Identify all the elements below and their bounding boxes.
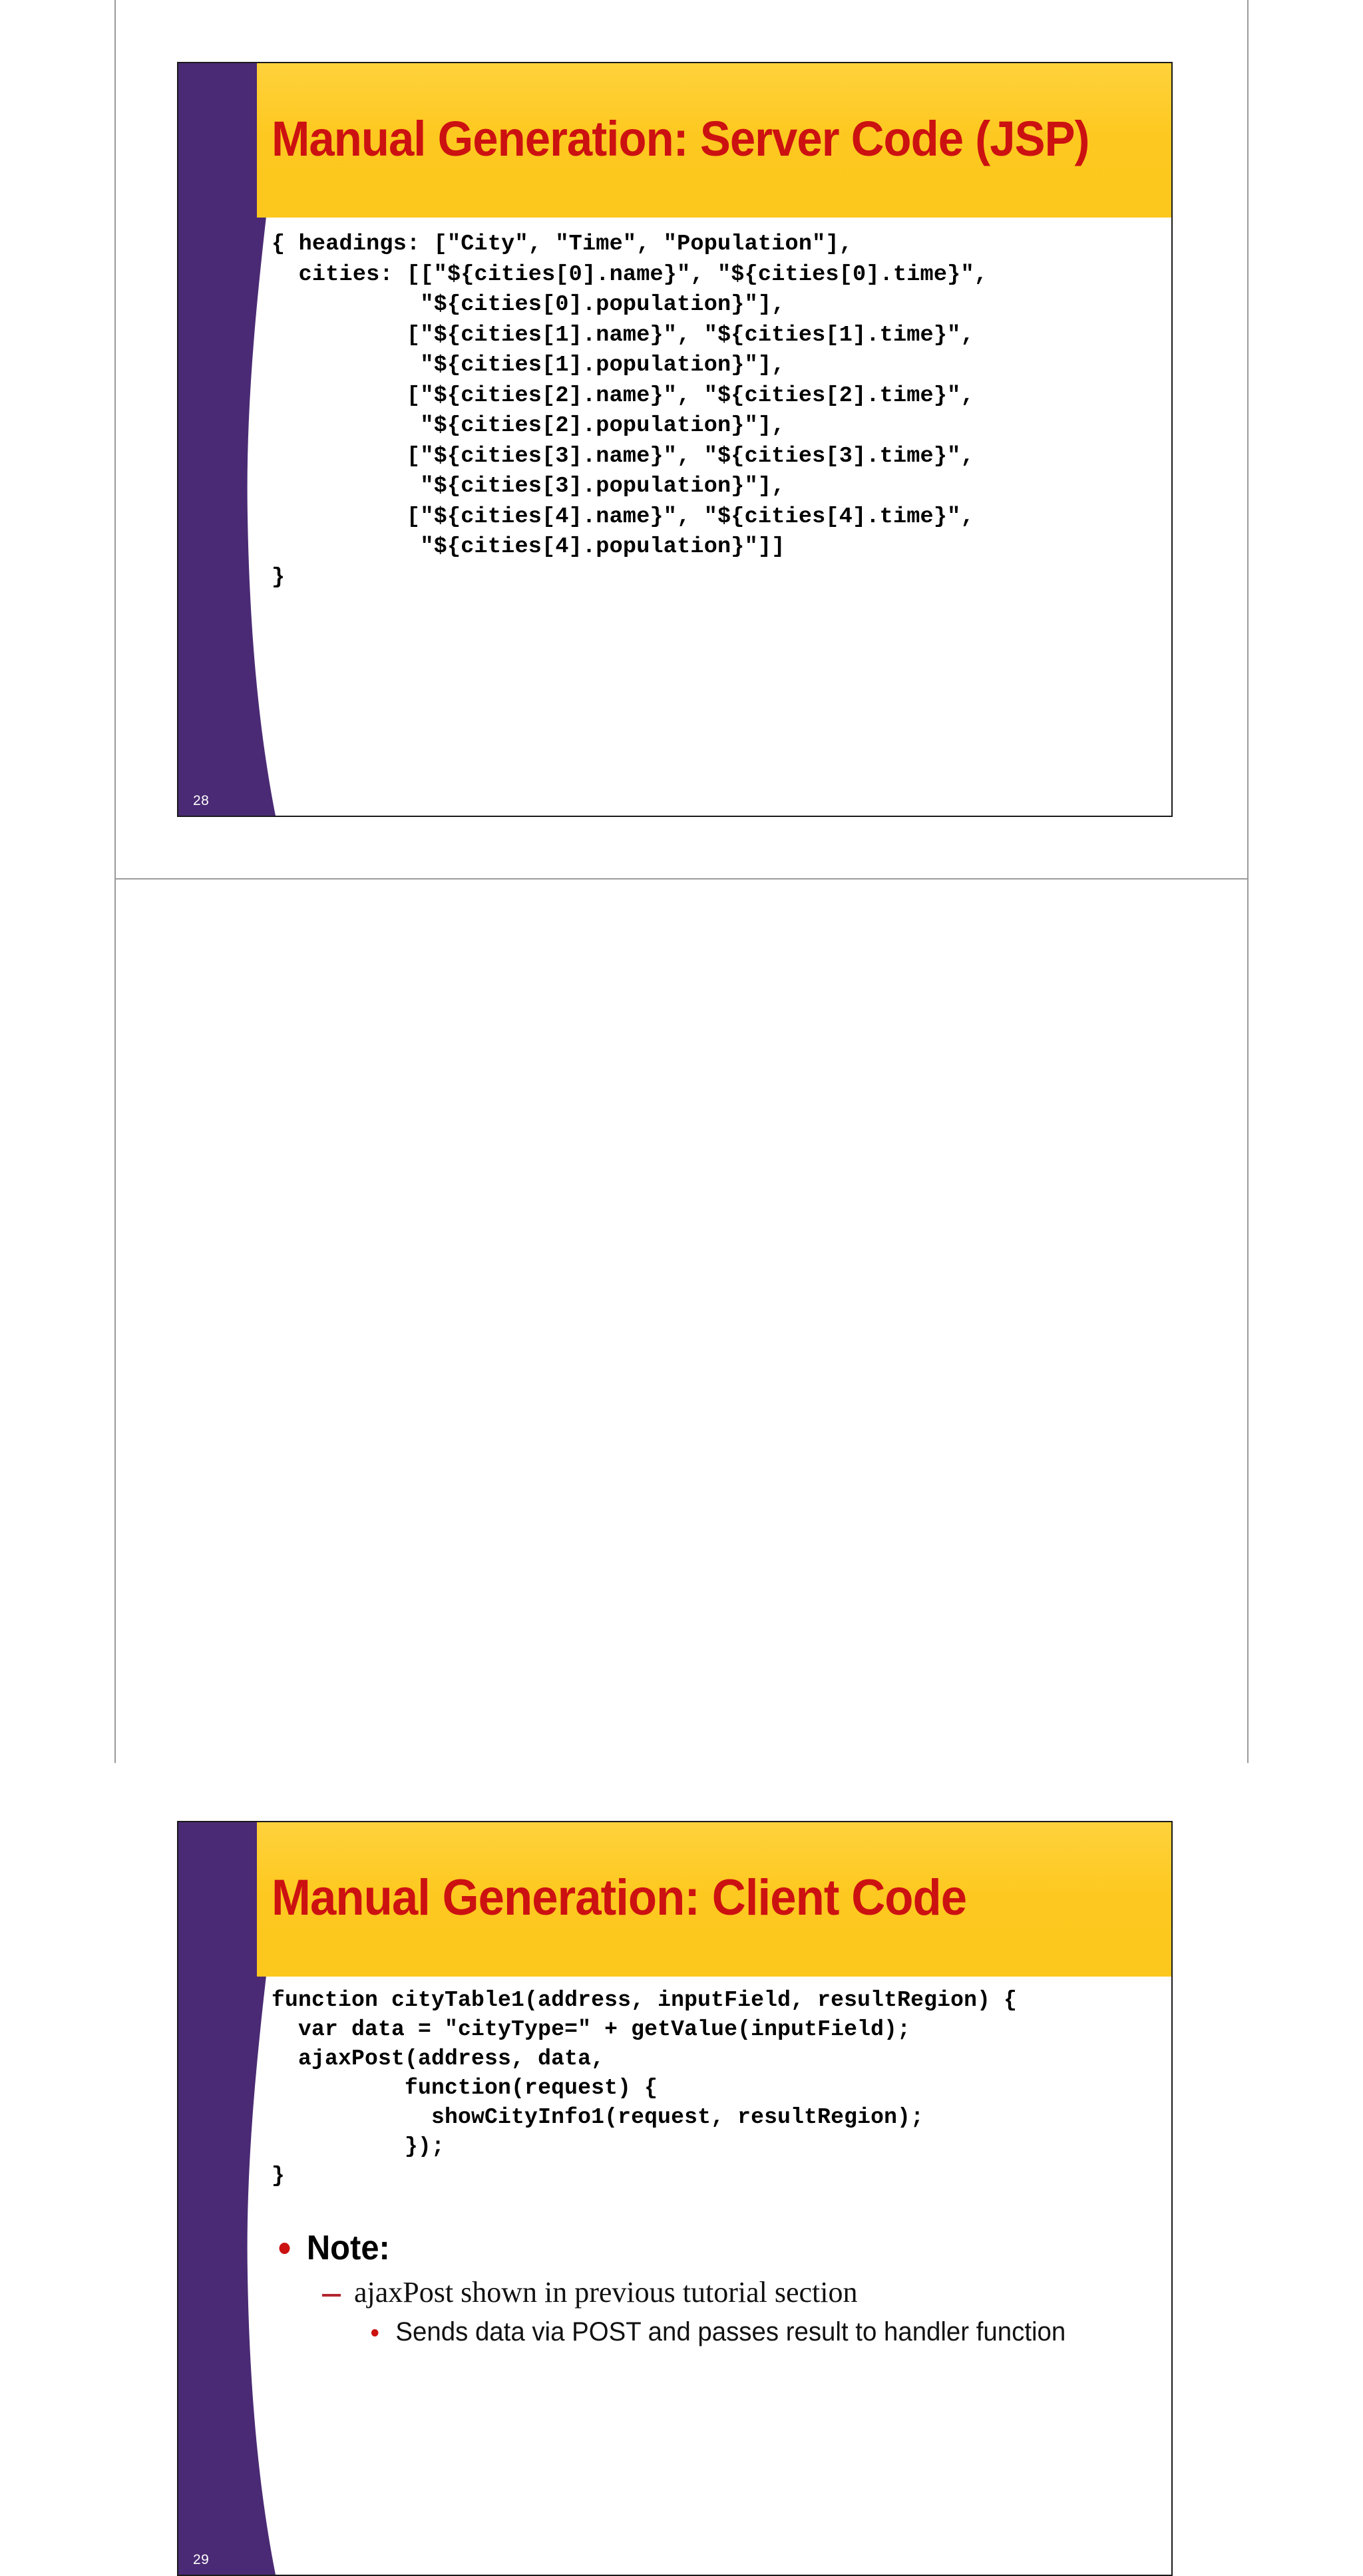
- handout-page-2: Manual Generation: Client Code function …: [116, 880, 1247, 2576]
- handout-page-stack: Manual Generation: Server Code (JSP) { h…: [114, 0, 1249, 2576]
- page-title: Manual Generation: Server Code (JSP): [272, 110, 1089, 166]
- code-block-server-jsp: { headings: ["City", "Time", "Population…: [272, 232, 988, 590]
- bullet-dot-icon: [279, 2243, 290, 2254]
- bullet-small-dot-icon: [371, 2329, 379, 2337]
- bullet-level-2: ajaxPost shown in previous tutorial sect…: [274, 2275, 1166, 2311]
- bullet-level-1: Note:: [274, 2228, 1113, 2269]
- slide-body: function cityTable1(address, inputField,…: [257, 1977, 1166, 2575]
- handout-page-1: Manual Generation: Server Code (JSP) { h…: [116, 0, 1247, 880]
- bullet-level-3-label: Sends data via POST and passes result to…: [395, 2317, 1066, 2347]
- slide-number: 28: [193, 793, 210, 808]
- slide-title-bar: Manual Generation: Client Code: [257, 1822, 1171, 1977]
- bullet-dash-icon: [322, 2294, 341, 2297]
- page-title: Manual Generation: Client Code: [272, 1869, 967, 1926]
- slide-number: 29: [193, 2552, 210, 2567]
- code-block-client-js: function cityTable1(address, inputField,…: [272, 1988, 1018, 2188]
- bullet-level-1-label: Note:: [306, 2229, 390, 2267]
- slide-sidebar-band: [178, 63, 285, 816]
- slide-28: Manual Generation: Server Code (JSP) { h…: [177, 62, 1173, 817]
- bullet-level-3: Sends data via POST and passes result to…: [274, 2316, 1073, 2348]
- slide-title-bar: Manual Generation: Server Code (JSP): [257, 63, 1171, 218]
- slide-29: Manual Generation: Client Code function …: [177, 1821, 1173, 2576]
- bullet-level-2-label: ajaxPost shown in previous tutorial sect…: [354, 2276, 858, 2309]
- slide-body: { headings: ["City", "Time", "Population…: [257, 218, 1166, 816]
- bullet-list: Note: ajaxPost shown in previous tutoria…: [257, 2191, 1166, 2348]
